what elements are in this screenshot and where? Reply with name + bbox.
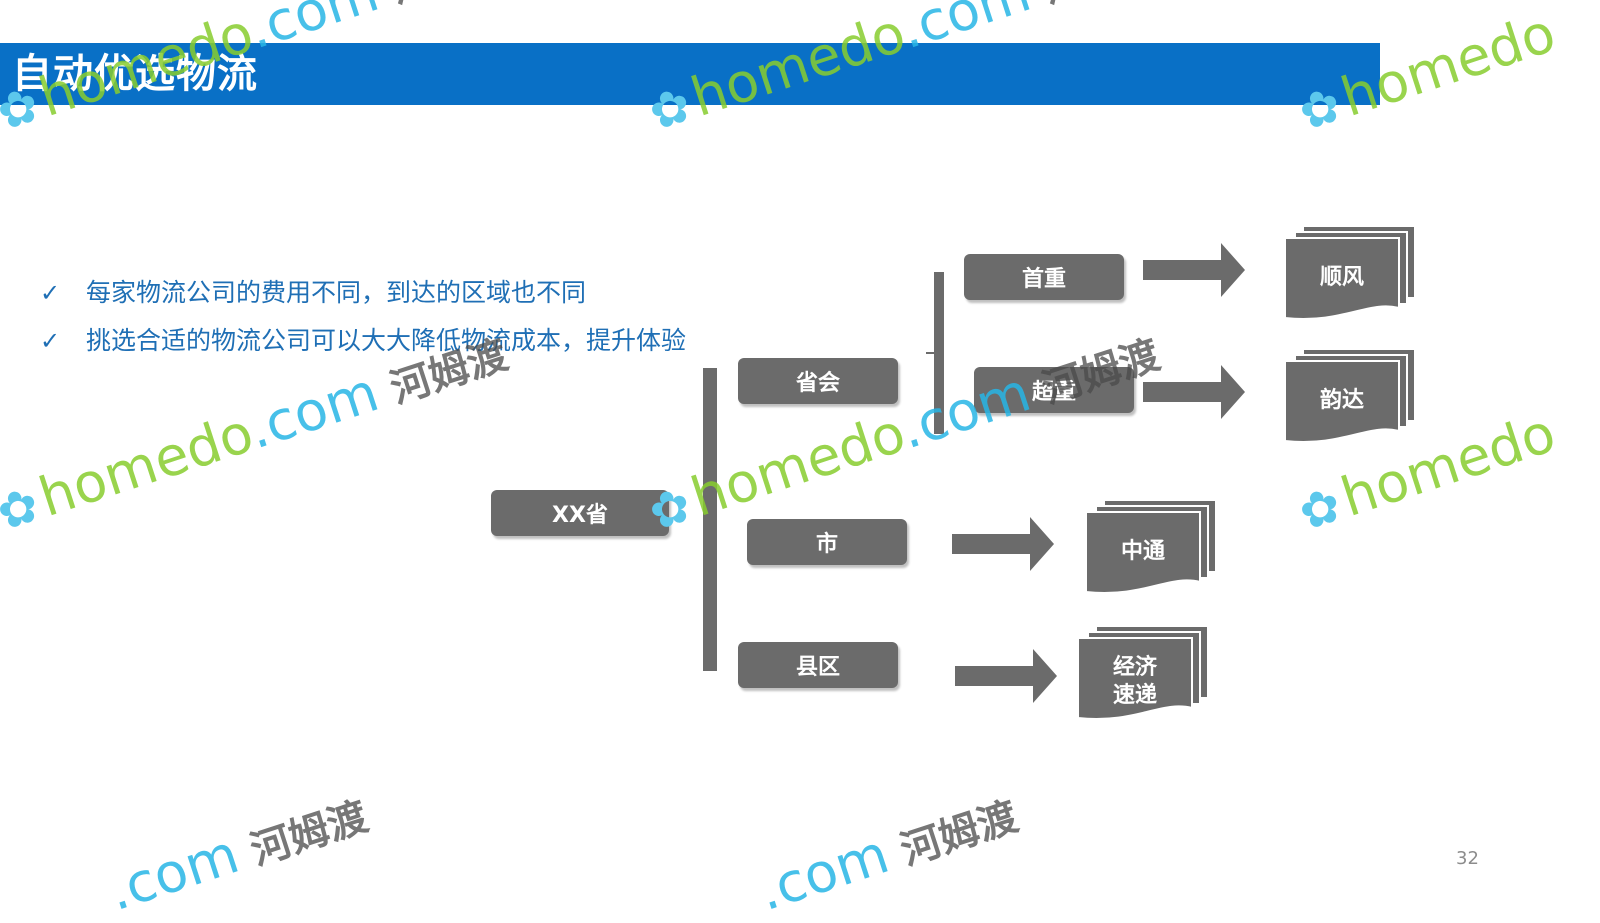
watermark-text: .com xyxy=(750,822,897,923)
watermark-text: homedo xyxy=(683,401,912,529)
document-stack-icon xyxy=(1284,348,1416,443)
node-root: XX省 xyxy=(491,490,669,536)
bracket-main xyxy=(703,368,717,671)
carrier-shunfeng: 顺风 xyxy=(1283,224,1417,328)
bullet-text: 每家物流公司的费用不同，到达的区域也不同 xyxy=(86,278,587,307)
node-first-weight: 首重 xyxy=(964,254,1124,300)
carrier-yunda: 韵达 xyxy=(1283,347,1417,451)
watermark: .com 河姆渡 xyxy=(101,780,375,923)
checkmark-icon: ✓ xyxy=(40,279,61,307)
carrier-zhongtong: 中通 xyxy=(1084,498,1218,602)
arrow-right-icon xyxy=(1143,365,1245,419)
node-county: 县区 xyxy=(738,642,898,688)
arrow-right-icon xyxy=(1143,243,1245,297)
watermark-text: 河姆渡 xyxy=(245,793,374,875)
page-title: 自动优选物流 xyxy=(12,51,258,97)
watermark-text: 河姆渡 xyxy=(895,793,1024,875)
flower-logo-icon: ✿ xyxy=(0,476,46,543)
page-number: 32 xyxy=(1456,848,1479,869)
bracket-connector xyxy=(926,352,936,354)
document-stack-icon xyxy=(1077,625,1209,720)
watermark-text: .com xyxy=(100,822,247,923)
arrow-right-icon xyxy=(955,649,1057,703)
carrier-label: 经济 xyxy=(1112,655,1157,680)
checkmark-icon: ✓ xyxy=(40,327,61,355)
watermark-text: 河姆渡 xyxy=(1037,0,1165,13)
arrow-right-icon xyxy=(952,517,1054,571)
document-stack-icon xyxy=(1284,225,1416,320)
carrier-label: 速递 xyxy=(1112,683,1157,708)
watermark-text: homedo xyxy=(31,401,260,529)
bracket-weight xyxy=(934,272,944,434)
watermark-text: 河姆渡 xyxy=(385,0,513,13)
node-overweight: 超重 xyxy=(974,367,1134,413)
bullet-text: 挑选合适的物流公司可以大大降低物流成本，提升体验 xyxy=(86,326,687,355)
node-city: 市 xyxy=(747,519,907,565)
document-stack-icon xyxy=(1085,499,1217,594)
title-bar: 自动优选物流 xyxy=(0,43,1380,105)
carrier-label: 中通 xyxy=(1120,539,1165,564)
carrier-economy-express: 经济 速递 xyxy=(1076,624,1210,728)
watermark-text: .com xyxy=(240,360,386,462)
carrier-label: 顺风 xyxy=(1319,265,1364,290)
flower-logo-icon: ✿ xyxy=(1292,476,1348,543)
carrier-label: 韵达 xyxy=(1319,388,1364,413)
watermark: .com 河姆渡 xyxy=(751,780,1025,923)
node-provincial-capital: 省会 xyxy=(738,358,898,404)
